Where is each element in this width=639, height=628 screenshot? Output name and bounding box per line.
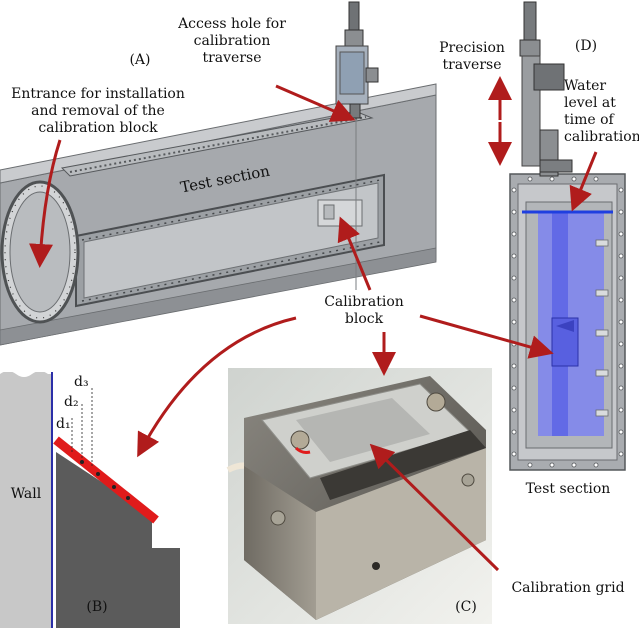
panel-label-b: (B) [86,599,107,615]
panel-label-a: (A) [129,52,150,68]
entrance-line-3: calibration block [38,120,158,136]
precision-traverse-device [519,1,573,177]
water-level-line-4: calibration [564,129,639,145]
hole [372,562,380,570]
calibration-traverse-device [335,1,379,119]
bolt [461,473,475,487]
test-section-label-d: Test section [526,481,611,497]
d1-label: d₁ [56,416,71,432]
calibration-block-render [317,199,363,227]
entrance-line-1: Entrance for installation [11,86,185,102]
access-hole-line-2: calibration [194,33,271,49]
entrance-line-2: and removal of the [31,103,165,119]
wedge-block [56,452,180,628]
d2-label: d₂ [64,394,79,410]
panel-label-d: (D) [575,38,597,54]
d3-label: d₃ [74,374,89,390]
calibration-grid-label: Calibration grid [511,580,624,596]
arrow-block-a [337,216,372,291]
water-level-line-3: time of [564,112,616,128]
access-hole-line-1: Access hole for [177,16,286,32]
arrow-access-hole [275,84,356,122]
arrow-block-d [419,314,554,359]
annotation-arrows [29,76,598,572]
panel-c-photo [226,368,492,624]
bolt [270,510,286,526]
wall-label: Wall [11,486,42,502]
panel-d-render [509,1,626,471]
calibration-grid-strip [53,436,159,524]
distance-guides [71,388,93,468]
calibration-block-line-2: block [345,311,384,327]
calibration-block-line-1: Calibration [324,294,404,310]
bolt [290,430,310,450]
flange-bolts [511,176,624,468]
precision-traverse-line-2: traverse [442,57,501,73]
arrow-entrance [29,139,62,268]
arrow-water-level [569,151,598,212]
water-level-line-2: level at [564,95,616,111]
access-hole-line-3: traverse [202,50,261,66]
precision-traverse-line-1: Precision [439,40,505,56]
panel-label-c: (C) [455,599,477,615]
arrow-calibration-grid [369,443,500,572]
panel-b-sketch [0,371,180,628]
bolt [426,392,446,412]
arrow-block-b [137,316,297,458]
water-level-line-1: Water [564,78,606,94]
